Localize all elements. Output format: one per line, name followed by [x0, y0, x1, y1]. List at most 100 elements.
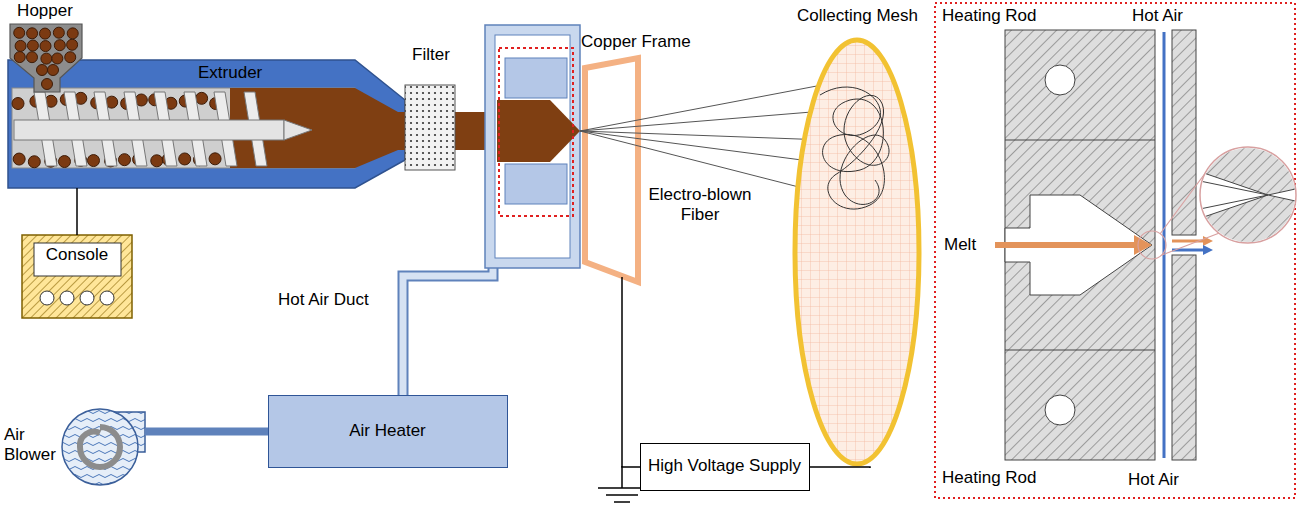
console-unit [34, 243, 121, 276]
extruder-screw [284, 120, 312, 140]
node-text: Air Heater [349, 421, 426, 441]
filter-label: Filter [400, 45, 462, 173]
fiber-jets [580, 110, 836, 131]
console-unit [40, 291, 54, 305]
extruder-label: Extruder [8, 60, 355, 188]
die-detail-inset [935, 3, 1295, 498]
hopper [41, 53, 52, 64]
extruder-barrel [8, 60, 405, 188]
ground-wire [622, 277, 640, 467]
console-unit [80, 291, 94, 305]
console-unit [60, 291, 74, 305]
polymer-pellets [58, 156, 70, 168]
hopper [67, 39, 78, 50]
hot-air-duct [403, 264, 493, 396]
hopper [14, 27, 25, 38]
die-detail-inset [1005, 350, 1155, 351]
hopper-label: Hopper [5, 0, 85, 29]
ground-symbol [598, 466, 646, 502]
extruder-screw [14, 120, 284, 140]
die-detail-inset [1195, 140, 1298, 195]
console-unit [22, 235, 132, 318]
polymer-pellets [196, 92, 208, 104]
spinneret-die [505, 58, 567, 98]
extruder-screw [14, 92, 312, 166]
die-detail-inset [1172, 30, 1196, 235]
extruder-barrel [12, 88, 355, 168]
die-detail-inset [1195, 140, 1298, 250]
die-detail-inset [1045, 65, 1075, 95]
polymer-pellets [13, 153, 25, 165]
polymer-pellets [179, 153, 191, 165]
air-blower [62, 409, 138, 485]
hopper [14, 27, 79, 89]
console-box: Console [22, 235, 132, 318]
hopper [15, 40, 26, 51]
hopper [26, 52, 37, 63]
hopper [53, 27, 64, 38]
spinneret-die [485, 25, 580, 268]
hot-air-label: Hot Air [1132, 6, 1183, 26]
collecting-mesh [820, 87, 889, 209]
polymer-pellets [87, 155, 99, 167]
air-heater-box: Air Heater [268, 395, 508, 468]
spinneret-die [499, 48, 573, 216]
air-blower [80, 427, 120, 467]
node-text: Console [46, 245, 108, 265]
die-detail-inset [1195, 195, 1298, 250]
fiber-label: Electro-blown Fiber [640, 185, 760, 226]
die-detail-inset [1045, 395, 1075, 425]
node-text: High Voltage Supply [648, 456, 801, 476]
die-detail-inset [1195, 180, 1268, 195]
hopper [65, 52, 76, 63]
die-detail-inset [1138, 231, 1166, 259]
hopper [48, 65, 59, 76]
hopper [10, 24, 82, 92]
die-detail-inset [1162, 232, 1222, 255]
node-text: Air Blower [4, 425, 66, 466]
control-wire [76, 188, 78, 235]
air-blower-label: Air Blower [0, 398, 145, 498]
console-unit [100, 291, 114, 305]
polymer-pellets [209, 153, 221, 165]
heating-rod-label: Heating Rod [942, 6, 1037, 26]
die-detail-inset [1134, 235, 1152, 255]
ground-symbol [606, 494, 638, 496]
ground-symbol [621, 466, 623, 488]
voltage-wire [810, 467, 870, 468]
ground-symbol [614, 501, 630, 503]
voltage-supply-box: High Voltage Supply [640, 443, 810, 491]
filter [405, 85, 455, 170]
spinneret-die [505, 164, 567, 204]
air-blower [62, 409, 145, 485]
collecting-mesh [795, 40, 919, 464]
hopper [54, 40, 65, 51]
die-detail-inset [1005, 140, 1155, 141]
polymer-pellets [118, 154, 130, 166]
hopper [39, 28, 50, 39]
copper-frame-label: Copper Frame [575, 30, 710, 277]
copper-frame [585, 58, 638, 282]
extruder-barrel [8, 60, 405, 188]
die-detail-inset [935, 3, 1298, 498]
filter [405, 85, 455, 170]
node-text: Extruder [198, 63, 262, 83]
hopper [10, 24, 82, 92]
die-detail-inset [1172, 255, 1196, 460]
node-text: Copper Frame [581, 32, 691, 52]
die-detail-inset [1163, 32, 1166, 458]
hopper [52, 53, 63, 64]
copper-frame [585, 58, 638, 282]
polymer-pellets [12, 98, 24, 110]
node-text: Collecting Mesh [797, 6, 918, 26]
hopper [67, 28, 78, 39]
hot-air-label: Hot Air [1128, 470, 1179, 490]
hopper [42, 79, 53, 90]
node-text: Hopper [17, 1, 73, 21]
hopper [37, 65, 48, 76]
node-text: Filter [412, 45, 450, 65]
hopper [27, 40, 38, 51]
